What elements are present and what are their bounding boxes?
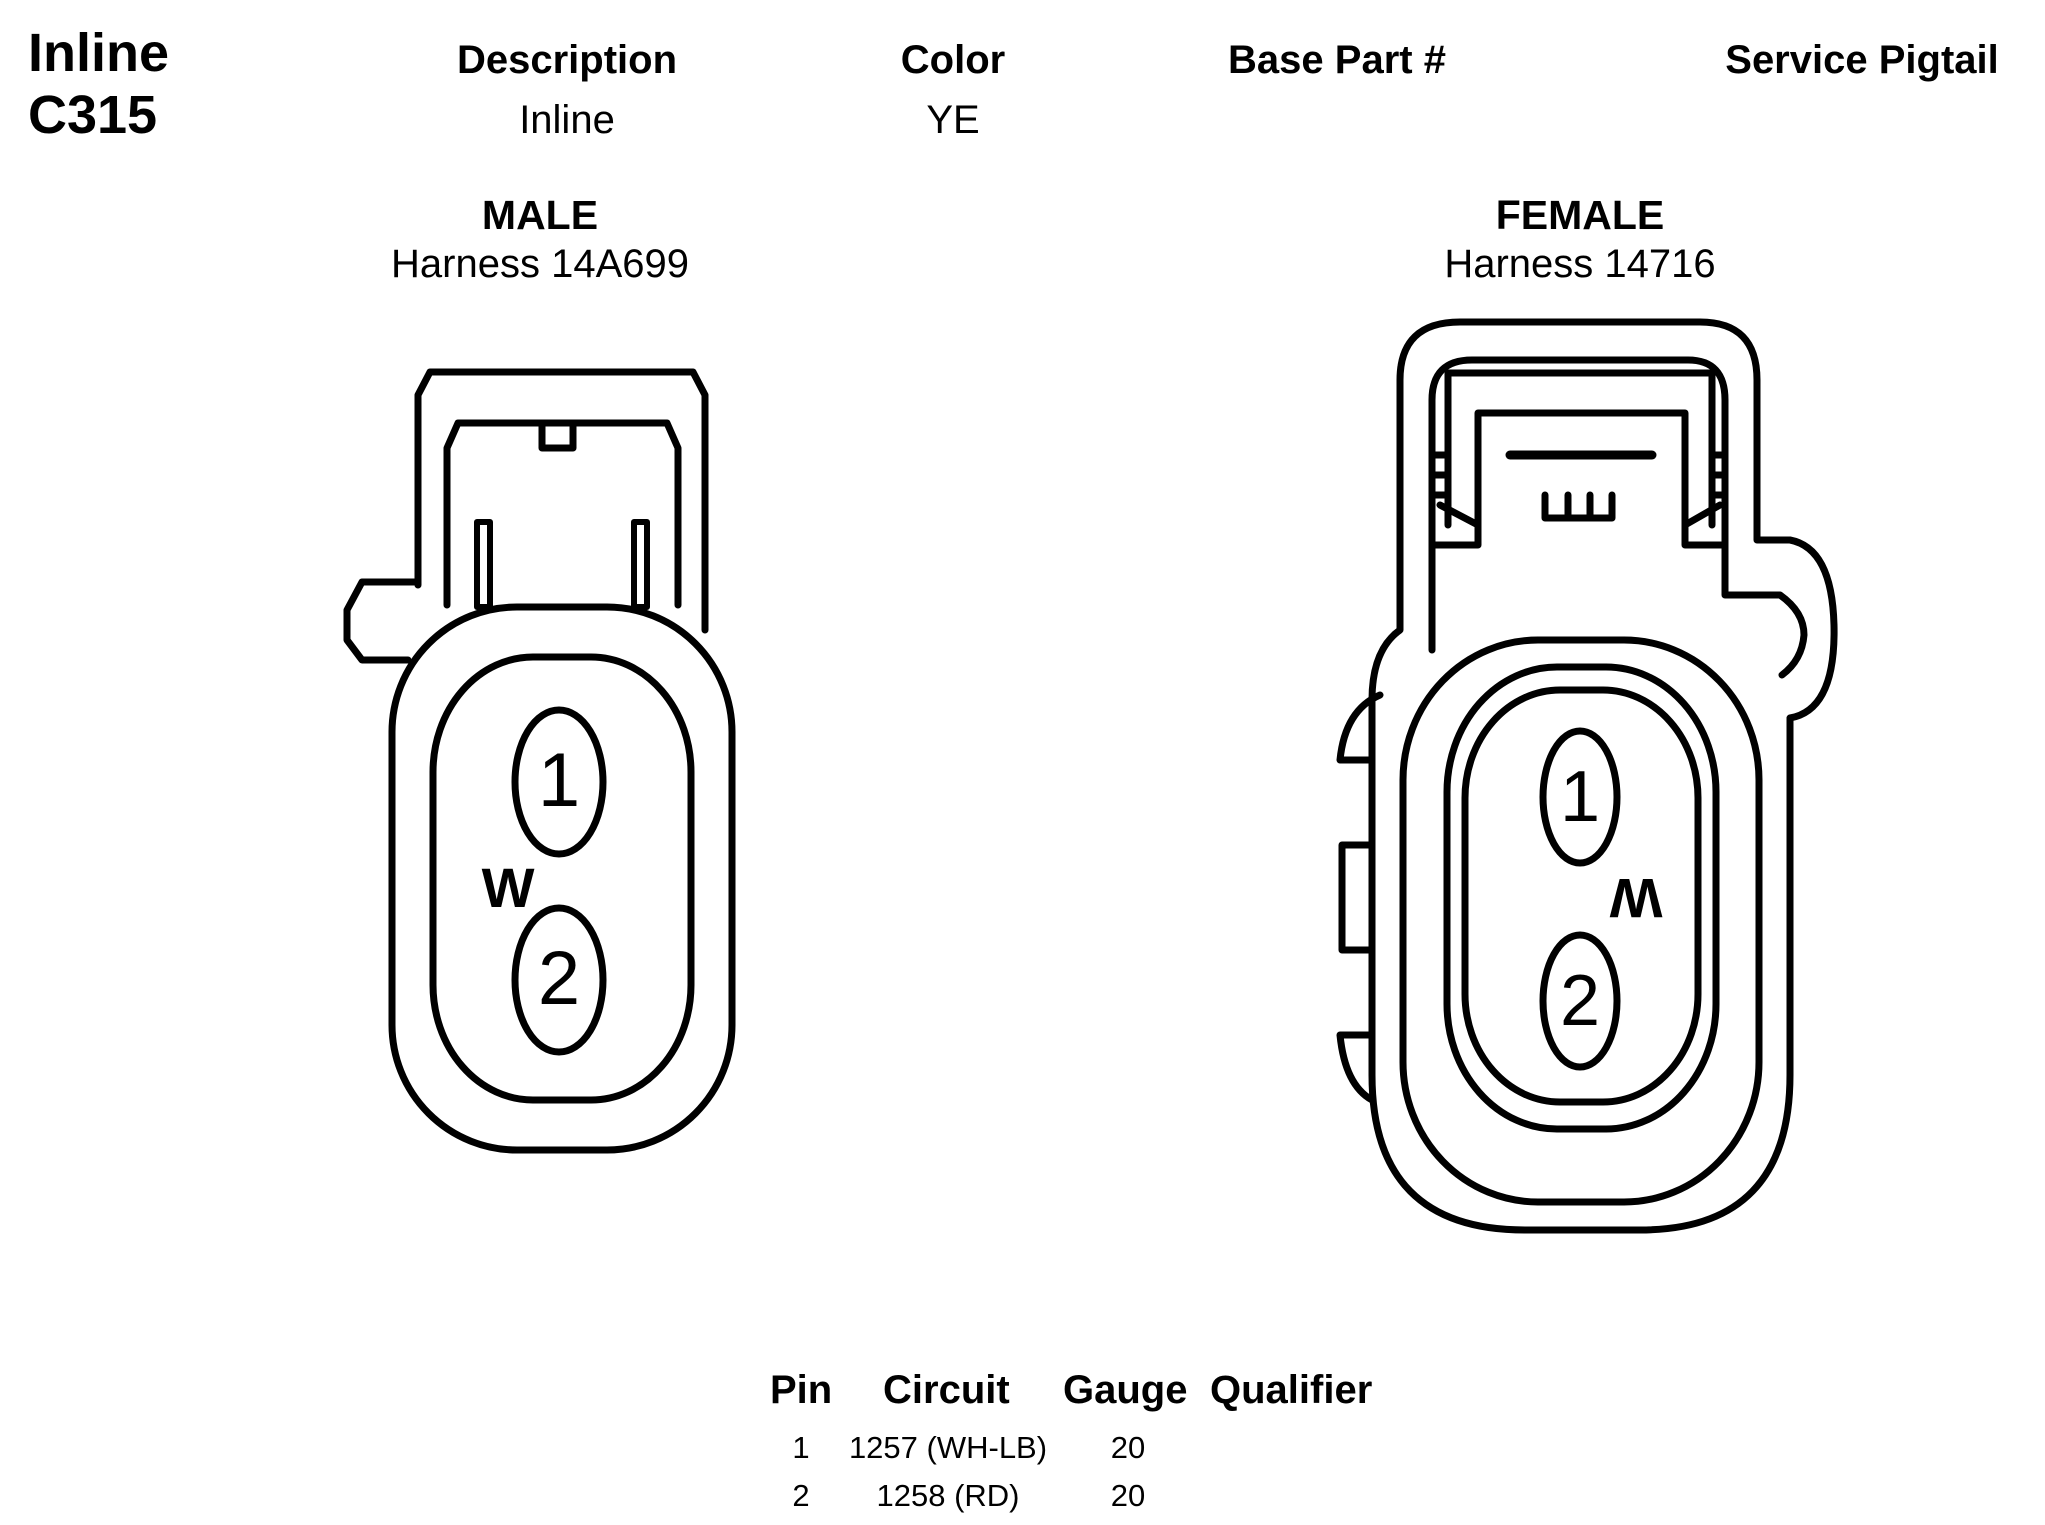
male-pin-1-label: 1	[538, 738, 580, 823]
male-harness: Harness 14A699	[391, 242, 689, 286]
female-right-clip	[1681, 451, 1729, 549]
value-description: Inline	[519, 98, 615, 142]
male-key-mark: W	[482, 856, 535, 919]
female-left-tab-top	[1336, 691, 1384, 764]
female-face-ring-inner	[1461, 686, 1702, 1106]
male-blade-left	[474, 519, 493, 610]
pin-table-header-gauge: Gauge	[1063, 1368, 1188, 1412]
pin-table-row-2-gauge: 20	[1110, 1478, 1146, 1513]
pin-table-row-1-gauge: 20	[1110, 1430, 1146, 1465]
connector-title-line2: C315	[28, 85, 158, 145]
female-top-latch	[1444, 369, 1716, 529]
male-top-housing	[414, 368, 709, 634]
pin-table-header-pin: Pin	[770, 1368, 833, 1412]
header-service-pigtail: Service Pigtail	[1725, 38, 1999, 82]
male-inner-face	[429, 653, 695, 1104]
header-description: Description	[456, 38, 678, 82]
female-latch-teeth	[1541, 491, 1616, 522]
female-inner-frame	[1428, 356, 1808, 679]
value-color: YE	[926, 98, 980, 142]
female-key-mark: W	[1609, 867, 1662, 930]
female-harness: Harness 14716	[1444, 242, 1716, 286]
male-inner-housing	[443, 419, 682, 609]
pin-table-row-2-pin: 2	[792, 1478, 810, 1513]
male-pin-2-cavity	[511, 904, 607, 1056]
male-pin-2-label: 2	[538, 936, 580, 1021]
male-pin-1-cavity	[511, 706, 607, 858]
header-color: Color	[900, 38, 1006, 82]
female-left-tab-bottom	[1336, 1031, 1376, 1104]
female-left-tab-mid	[1338, 841, 1376, 954]
female-left-clip	[1428, 451, 1482, 549]
pin-table-header-qualifier: Qualifier	[1210, 1368, 1373, 1412]
male-outer-body	[388, 603, 736, 1154]
connector-title-line1: Inline	[28, 23, 170, 83]
header-base-part: Base Part #	[1228, 38, 1446, 82]
female-outer-body	[1399, 636, 1763, 1206]
male-connector	[343, 368, 736, 1154]
male-blade-right	[631, 519, 650, 610]
pin-table-header-circuit: Circuit	[883, 1368, 1010, 1412]
female-pin-2-label: 2	[1560, 961, 1600, 1041]
female-pin-1-label: 1	[1560, 757, 1600, 837]
female-pin-1-cavity	[1539, 727, 1621, 867]
male-top-notch	[538, 422, 577, 452]
female-outer-shell	[1368, 318, 1838, 1234]
pin-table-row-1-pin: 1	[792, 1430, 810, 1465]
female-latch-inner	[1474, 409, 1689, 529]
pin-table-row-2-circuit: 1258 (RD)	[876, 1478, 1020, 1513]
female-title: FEMALE	[1495, 192, 1665, 238]
female-face-ring-outer	[1443, 663, 1720, 1133]
male-left-ear	[343, 578, 422, 664]
pin-table-row-1-circuit: 1257 (WH-LB)	[848, 1430, 1048, 1465]
connector-title: Inline C315	[28, 22, 169, 146]
female-pin-2-cavity	[1539, 931, 1621, 1071]
female-connector	[1336, 318, 1838, 1234]
male-title: MALE	[481, 192, 599, 238]
